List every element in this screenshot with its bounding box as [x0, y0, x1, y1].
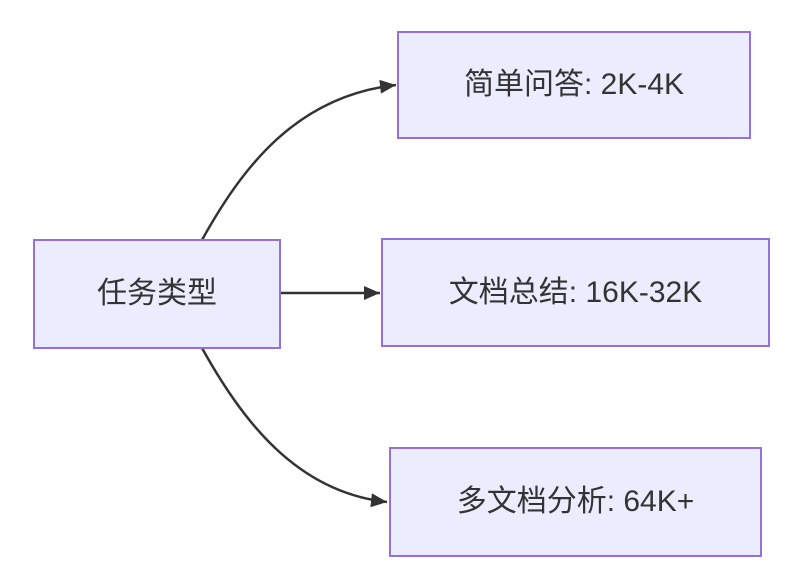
node-doc-summary-label: 文档总结: 16K-32K — [448, 275, 703, 309]
node-simple-qa-label: 简单问答: 2K-4K — [463, 68, 685, 101]
node-doc-summary: 文档总结: 16K-32K — [381, 238, 770, 347]
node-multi-doc-label: 多文档分析: 64K+ — [456, 485, 695, 518]
node-simple-qa: 简单问答: 2K-4K — [397, 31, 751, 139]
edge-task-to-simple-qa — [200, 79, 397, 241]
node-task-type: 任务类型 — [33, 239, 281, 349]
edge-task-to-multi-doc — [200, 347, 388, 508]
node-multi-doc: 多文档分析: 64K+ — [389, 447, 762, 557]
node-task-type-label: 任务类型 — [97, 277, 217, 310]
